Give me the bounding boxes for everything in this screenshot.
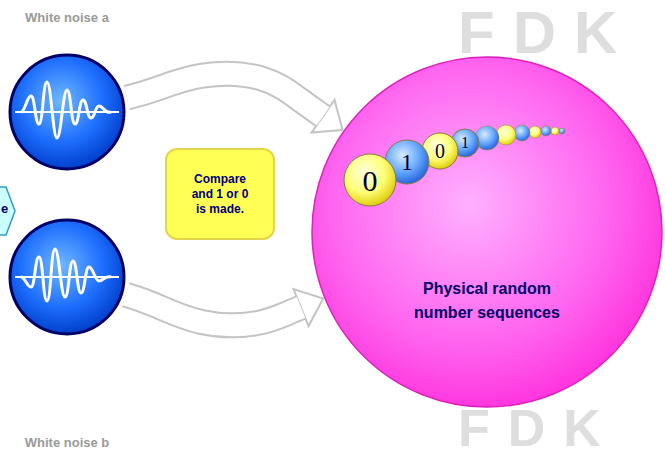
arrow-outline [126, 295, 301, 326]
curved-arrow [126, 289, 323, 326]
noise-source: White noise b [7, 215, 127, 455]
bit-ball-small [559, 128, 565, 134]
bit-ball-small [496, 125, 516, 145]
curved-arrow [127, 74, 343, 133]
node-label: e [1, 201, 16, 216]
noise-disc [10, 220, 124, 334]
noise-waveform [21, 82, 111, 138]
noise-source: White noise a [7, 6, 127, 176]
bit-ball-small [541, 126, 551, 136]
output-circle-shape [310, 55, 664, 409]
arrow-outline [127, 74, 323, 116]
output-disc [312, 57, 662, 407]
text-holder: White noise a [7, 10, 127, 25]
bit-ball-disc [451, 129, 479, 157]
text-holder: White noise b [7, 435, 127, 450]
bit-ball-small [551, 127, 559, 135]
text-holder: e [1, 201, 16, 216]
bit-ball-small [514, 125, 530, 141]
text-holder: Physical random number sequences [402, 277, 572, 325]
bit-ball-disc [422, 133, 458, 169]
bit-ball-disc [385, 140, 429, 184]
process-box: Compare and 1 or 0 is made. [165, 148, 275, 240]
noise-circle [7, 52, 127, 172]
tag-shape [0, 187, 15, 235]
noise-heading: White noise a [7, 10, 127, 25]
axis-line [15, 111, 119, 113]
noise-waveform [21, 249, 111, 301]
bit-digit: 1 [461, 134, 469, 152]
text-holder: 0 [343, 153, 397, 207]
arrow-body [126, 295, 301, 326]
bit-digit: 0 [363, 163, 378, 198]
noise-circle [7, 217, 127, 337]
bit-digit: 1 [401, 148, 413, 176]
noise-heading: White noise b [7, 435, 127, 450]
text-holder: Compare and 1 or 0 is made. [167, 150, 273, 238]
bit-ball: 0 [343, 153, 397, 207]
node-label: Compare and 1 or 0 is made. [187, 172, 253, 217]
bit-ball-disc [344, 154, 396, 206]
output-circle: Physical random number sequences0101 [310, 55, 664, 409]
node-label: Physical random number sequences [402, 277, 572, 325]
bit-digit: 0 [435, 140, 445, 163]
noise-disc [10, 55, 124, 169]
bit-ball-small [529, 126, 541, 138]
arrow-body [127, 74, 323, 116]
source-tag: e [0, 186, 16, 236]
